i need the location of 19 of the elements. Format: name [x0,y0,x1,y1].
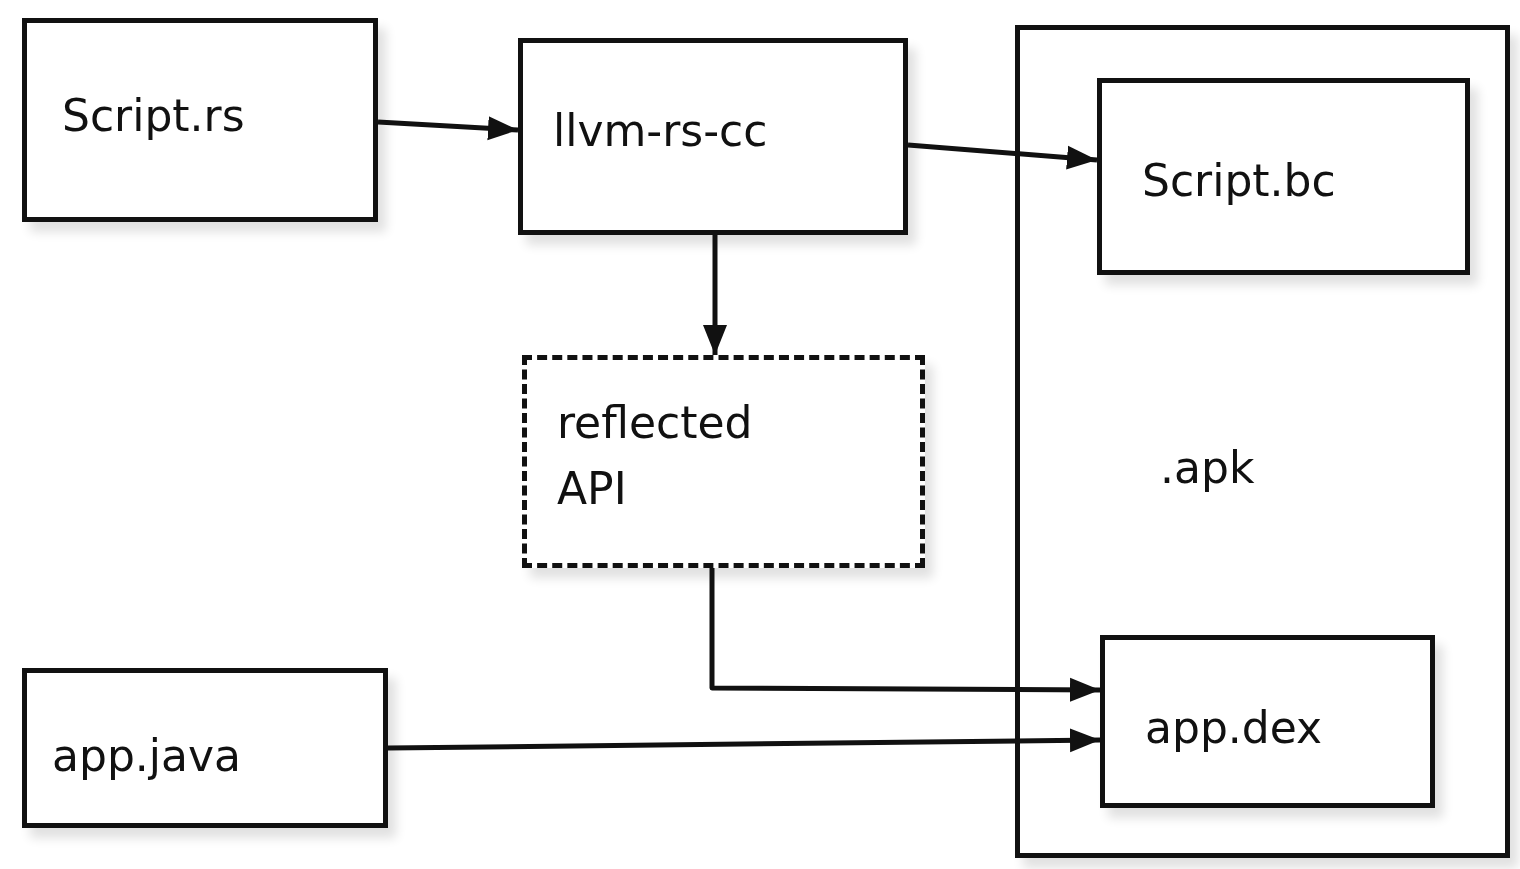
arrow [387,728,1101,753]
node-label: Script.bc [1142,154,1336,208]
node-label: app.dex [1145,701,1323,755]
node-label: Script.rs [62,89,245,143]
process-box [22,18,378,222]
node-label: llvm-rs-cc [553,104,768,158]
container-box [1015,25,1510,858]
arrow [377,116,519,141]
process-box [518,38,908,235]
node-label: reflected API [557,396,754,516]
process-box [1100,635,1435,808]
arrow [907,142,1098,170]
arrow [709,568,1100,702]
process-box [22,668,388,828]
arrow [703,235,727,355]
dashed-box [522,355,925,568]
node-label: .apk [1160,441,1255,495]
node-label: app.java [52,729,241,783]
process-box [1097,78,1470,275]
